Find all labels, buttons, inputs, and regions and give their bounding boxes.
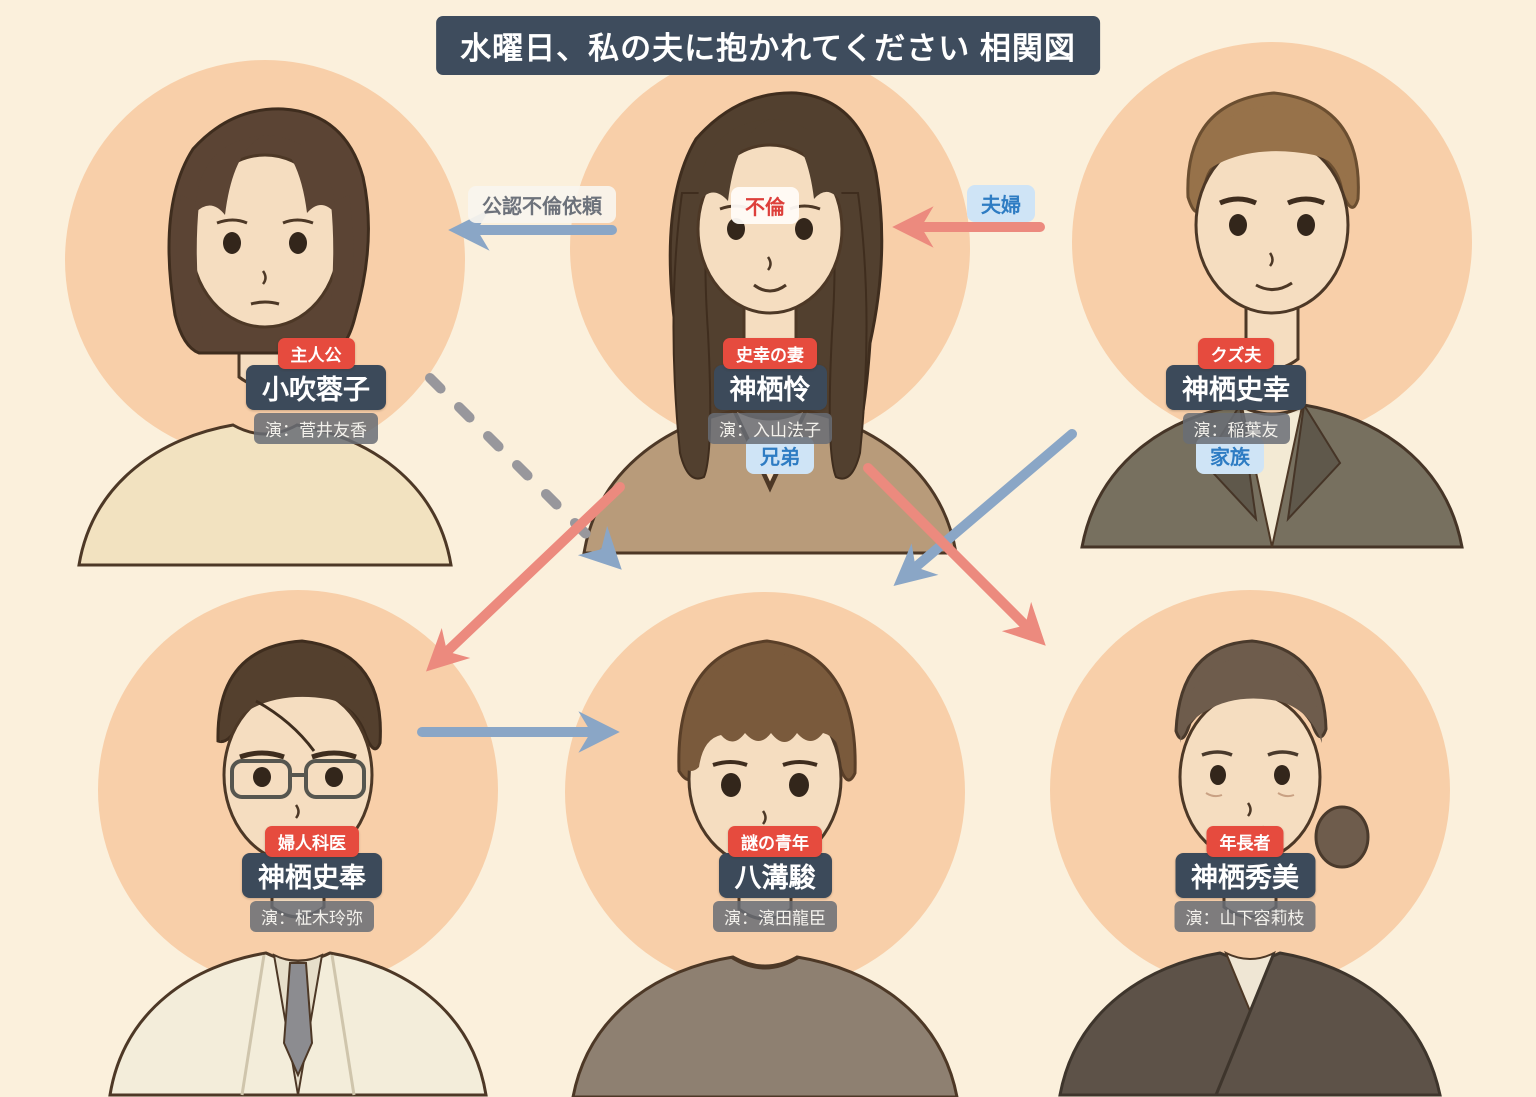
role-badge: クズ夫 (1197, 338, 1275, 369)
role-badge: 主人公 (277, 338, 355, 369)
page-title: 水曜日、私の夫に抱かれてください 相関図 (436, 16, 1100, 75)
actor-name: 演：稲葉友 (1182, 413, 1290, 444)
actor-name: 演：濱田龍臣 (713, 901, 837, 932)
actor-name: 演：菅井友香 (254, 413, 378, 444)
actor-name: 演：柾木玲弥 (250, 901, 374, 932)
relation-label-approved-affair: 公認不倫依頼 (468, 186, 616, 223)
role-badge: 婦人科医 (265, 826, 359, 857)
label-stack-kamisu-fumiyuki: クズ夫 神栖史幸 演：稲葉友 (1166, 338, 1306, 444)
label-stack-kobuki-yoko: 主人公 小吹蓉子 演：菅井友香 (246, 338, 386, 444)
portrait-kamisu-rei (550, 33, 990, 555)
relation-label-couple: 夫婦 (967, 185, 1035, 222)
role-badge: 年長者 (1206, 826, 1284, 857)
character-name: 神栖史奉 (242, 853, 382, 898)
label-stack-yamizo-shun: 謎の青年 八溝駿 演：濱田龍臣 (713, 826, 837, 932)
label-stack-kamisu-fumitomo: 婦人科医 神栖史奉 演：柾木玲弥 (242, 826, 382, 932)
character-name: 神栖史幸 (1166, 365, 1306, 410)
role-badge: 謎の青年 (728, 826, 822, 857)
relation-label-affair: 不倫 (731, 187, 799, 224)
role-badge: 史幸の妻 (723, 338, 817, 369)
character-name: 八溝駿 (718, 853, 832, 898)
label-stack-kamisu-hidemi: 年長者 神栖秀美 演：山下容莉枝 (1174, 826, 1316, 932)
glasses-icon (230, 759, 292, 799)
character-name: 神栖秀美 (1175, 853, 1315, 898)
character-name: 小吹蓉子 (246, 365, 386, 410)
label-stack-kamisu-rei: 史幸の妻 神栖怜 演：入山法子 (708, 338, 832, 444)
portrait-yamizo-shun (545, 577, 985, 1097)
character-name: 神栖怜 (713, 365, 827, 410)
actor-name: 演：山下容莉枝 (1174, 901, 1316, 932)
portrait-kobuki-yoko (45, 45, 485, 567)
actor-name: 演：入山法子 (708, 413, 832, 444)
portrait-kamisu-fumiyuki (1052, 27, 1492, 549)
